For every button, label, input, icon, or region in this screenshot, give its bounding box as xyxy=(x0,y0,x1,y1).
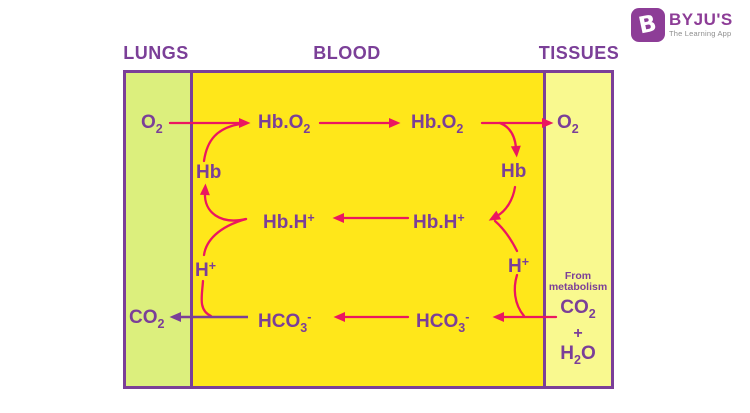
diagram-border xyxy=(123,70,614,389)
blood-tissues-divider xyxy=(543,73,546,386)
lungs-section xyxy=(126,73,190,386)
byjus-brand-name: BYJU'S xyxy=(669,10,733,29)
label-co2-tissues: CO2 xyxy=(560,297,596,321)
label-o2-tissues: O2 xyxy=(557,112,579,136)
label-o2-lungs: O2 xyxy=(141,112,163,136)
label-h-right: H+ xyxy=(508,255,530,277)
label-h-left: H+ xyxy=(195,259,217,281)
lungs-blood-divider xyxy=(190,73,193,386)
header-tissues: TISSUES xyxy=(538,43,620,63)
label-hbo2-left: Hb.O2 xyxy=(258,112,311,136)
label-plus: + xyxy=(573,325,583,342)
label-h2o: H2O xyxy=(560,343,596,367)
label-hco3-right: HCO3- xyxy=(416,310,470,335)
from-metabolism-label: From metabolism xyxy=(548,270,608,293)
byjus-b-glyph: B xyxy=(636,9,660,40)
header-blood: BLOOD xyxy=(313,43,381,63)
byjus-logo: B BYJU'S The Learning App xyxy=(631,8,733,42)
header-lungs: LUNGS xyxy=(123,43,189,63)
label-hbo2-right: Hb.O2 xyxy=(411,112,464,136)
byjus-tagline: The Learning App xyxy=(669,29,732,38)
blood-section xyxy=(193,73,543,386)
label-hbh-left: Hb.H+ xyxy=(263,211,315,233)
tissues-metabolism-stack: From metabolism CO2 + H2O xyxy=(545,271,611,371)
label-hb-left: Hb xyxy=(196,162,222,183)
label-hbh-right: Hb.H+ xyxy=(413,211,465,233)
byjus-badge-icon: B xyxy=(631,8,665,42)
tissues-section xyxy=(546,73,611,386)
label-co2-lungs: CO2 xyxy=(129,307,165,331)
label-hco3-left: HCO3- xyxy=(258,310,312,335)
label-hb-right: Hb xyxy=(501,161,527,182)
